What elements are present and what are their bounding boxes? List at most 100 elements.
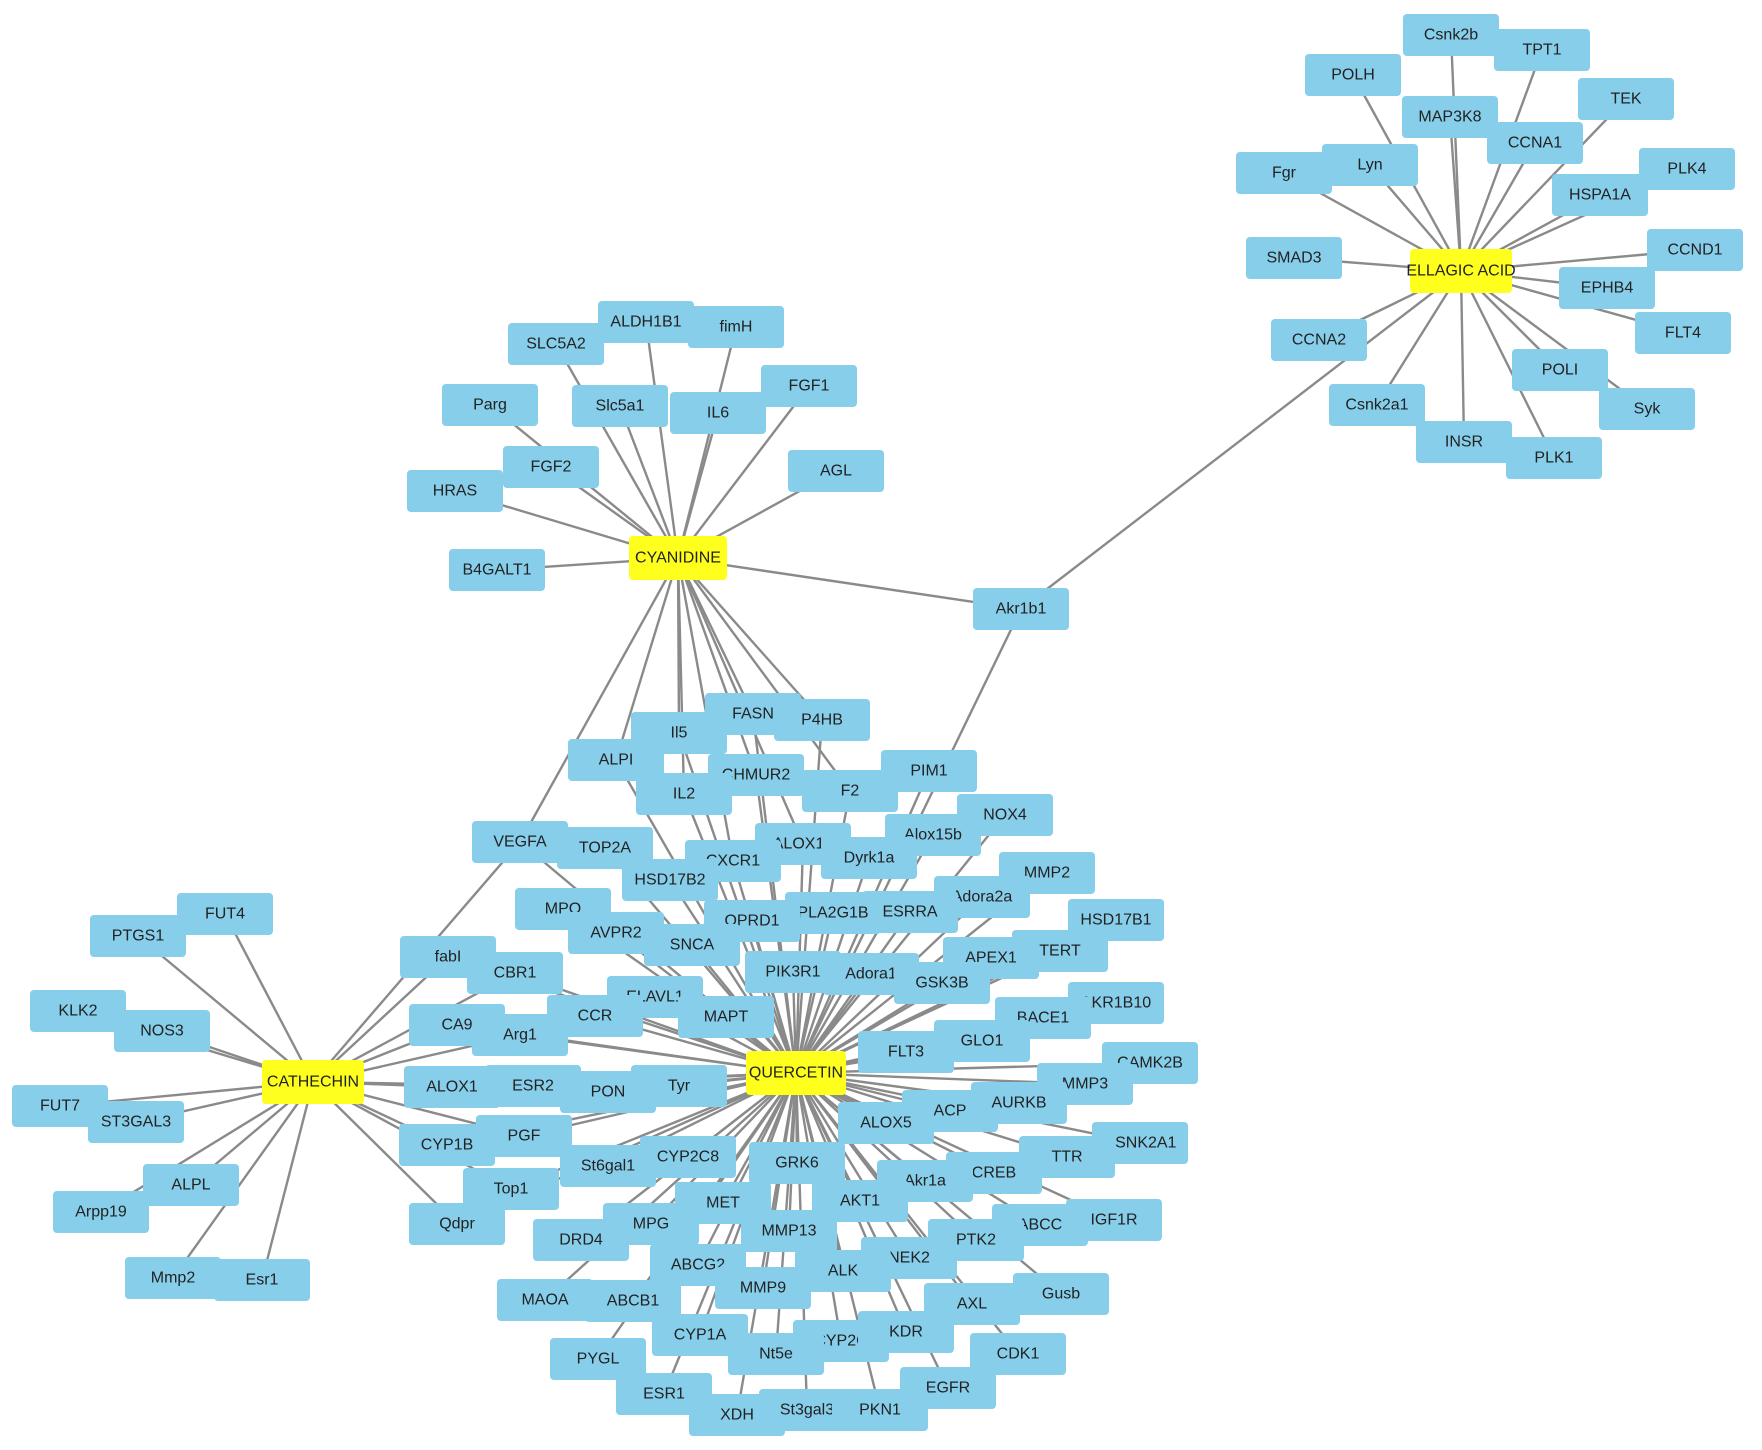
target-node-hsd17b2[interactable]: HSD17B2 [622,859,718,901]
target-node-hras[interactable]: HRAS [407,470,503,512]
target-node-alpi[interactable]: ALPI [568,739,664,781]
target-node-il2[interactable]: IL2 [636,773,732,815]
target-node-klk2[interactable]: KLK2 [30,990,126,1032]
target-node-abcb1[interactable]: ABCB1 [585,1280,681,1322]
target-node-plk1[interactable]: PLK1 [1506,437,1602,479]
target-node-glo1[interactable]: GLO1 [934,1020,1030,1062]
target-node-st3gal3[interactable]: St3gal3 [759,1389,855,1431]
target-node-csnk2a1[interactable]: Csnk2a1 [1329,384,1425,426]
target-node-fimh[interactable]: fimH [688,306,784,348]
target-node-map3k8[interactable]: MAP3K8 [1402,96,1498,138]
target-node-gsk3b[interactable]: GSK3B [894,962,990,1004]
target-node-fut7[interactable]: FUT7 [12,1085,108,1127]
target-node-alpl[interactable]: ALPL [143,1164,239,1206]
target-node-nt5e[interactable]: Nt5e [728,1333,824,1375]
target-node-csnk2a1[interactable]: CSNK2A1 [1092,1122,1188,1164]
target-node-tpt1[interactable]: TPT1 [1494,29,1590,71]
target-node-cbr1[interactable]: CBR1 [467,952,563,994]
target-node-qdpr[interactable]: Qdpr [409,1203,505,1245]
compound-node-ellagic[interactable]: ELLAGIC ACID [1406,249,1516,293]
target-node-igf1r[interactable]: IGF1R [1066,1199,1162,1241]
target-node-fgr[interactable]: Fgr [1236,152,1332,194]
compound-node-quercetin[interactable]: QUERCETIN [746,1051,846,1095]
target-node-esrra[interactable]: ESRRA [862,891,958,933]
target-node-aurkb[interactable]: AURKB [971,1082,1067,1124]
target-node-syk[interactable]: Syk [1599,388,1695,430]
target-node-alk[interactable]: ALK [795,1250,891,1292]
target-node-alox1[interactable]: ALOX1 [404,1066,500,1108]
target-node-pygl[interactable]: PYGL [550,1338,646,1380]
target-node-mapt[interactable]: MAPT [678,996,774,1038]
target-node-avpr2[interactable]: AVPR2 [568,912,664,954]
target-node-hspa1a[interactable]: HSPA1A [1552,174,1648,216]
target-node-ccnd1[interactable]: CCND1 [1647,229,1743,271]
target-node-ptgs1[interactable]: PTGS1 [90,915,186,957]
target-node-arpp19[interactable]: Arpp19 [53,1191,149,1233]
target-node-b4galt1[interactable]: B4GALT1 [449,549,545,591]
target-node-pim1[interactable]: PIM1 [881,750,977,792]
target-node-esr2[interactable]: ESR2 [485,1065,581,1107]
target-node-slc5a1[interactable]: Slc5a1 [572,385,668,427]
target-node-esr1[interactable]: ESR1 [616,1373,712,1415]
target-node-slc5a2[interactable]: SLC5A2 [508,323,604,365]
target-node-p4hb[interactable]: P4HB [774,699,870,741]
compound-node-cyanidine[interactable]: CYANIDINE [629,536,727,580]
target-node-mmp13[interactable]: MMP13 [741,1210,837,1252]
target-node-pkn1[interactable]: PKN1 [832,1389,928,1431]
target-node-lyn[interactable]: Lyn [1322,144,1418,186]
target-node-arg1[interactable]: Arg1 [472,1014,568,1056]
target-node-grk6[interactable]: GRK6 [749,1142,845,1184]
target-node-f2[interactable]: F2 [802,770,898,812]
target-node-esr1[interactable]: Esr1 [214,1259,310,1301]
target-node-pgf[interactable]: PGF [476,1115,572,1157]
target-node-maoa[interactable]: MAOA [497,1279,593,1321]
target-node-flt3[interactable]: FLT3 [858,1031,954,1073]
target-node-ephb4[interactable]: EPHB4 [1559,267,1655,309]
target-node-ccr[interactable]: CCR [547,995,643,1037]
target-node-insr[interactable]: INSR [1416,421,1512,463]
target-node-tek[interactable]: TEK [1578,78,1674,120]
target-node-alox5[interactable]: ALOX5 [838,1102,934,1144]
target-node-ccna1[interactable]: CCNA1 [1487,122,1583,164]
compound-node-cathechin[interactable]: CATHECHIN [262,1060,364,1104]
target-node-plk4[interactable]: PLK4 [1639,148,1735,190]
target-node-top1[interactable]: Top1 [463,1168,559,1210]
target-node-kdr[interactable]: KDR [858,1311,954,1353]
target-node-nos3[interactable]: NOS3 [114,1010,210,1052]
target-node-fgf1[interactable]: FGF1 [761,365,857,407]
target-node-ccna2[interactable]: CCNA2 [1271,319,1367,361]
target-node-polh[interactable]: POLH [1305,54,1401,96]
target-node-gusb[interactable]: Gusb [1013,1273,1109,1315]
target-node-st6gal1[interactable]: St6gal1 [560,1145,656,1187]
target-node-drd4[interactable]: DRD4 [533,1219,629,1261]
target-node-pik3r1[interactable]: PIK3R1 [745,951,841,993]
target-node-smad3[interactable]: SMAD3 [1246,237,1342,279]
target-node-akr1b1[interactable]: Akr1b1 [973,588,1069,630]
target-node-dyrk1a[interactable]: Dyrk1a [821,837,917,879]
target-node-mmp9[interactable]: MMP9 [715,1267,811,1309]
target-node-mmp2[interactable]: Mmp2 [125,1257,221,1299]
target-node-cyp1b[interactable]: CYP1B [399,1124,495,1166]
target-node-pla2g1b[interactable]: PLA2G1B [785,892,881,934]
target-node-st3gal3[interactable]: ST3GAL3 [88,1101,184,1143]
target-node-akr1b10[interactable]: AKR1B10 [1068,982,1164,1024]
target-node-cdk1[interactable]: CDK1 [970,1333,1066,1375]
target-node-agl[interactable]: AGL [788,450,884,492]
target-node-flt4[interactable]: FLT4 [1635,312,1731,354]
target-node-ttr[interactable]: TTR [1019,1136,1115,1178]
target-node-cyp1a[interactable]: CYP1A [652,1314,748,1356]
target-node-poli[interactable]: POLI [1512,349,1608,391]
target-node-il6[interactable]: IL6 [670,392,766,434]
target-node-aldh1b1[interactable]: ALDH1B1 [598,301,694,343]
target-node-alox15b-label: Alox15b [904,827,962,844]
target-node-cyp2c8[interactable]: CYP2C8 [640,1136,736,1178]
target-node-pon[interactable]: PON [560,1071,656,1113]
target-node-fgf2[interactable]: FGF2 [503,446,599,488]
target-node-snca[interactable]: SNCA [644,924,740,966]
target-node-nos3-label: NOS3 [140,1023,184,1040]
target-node-parg[interactable]: Parg [442,384,538,426]
target-node-vegfa[interactable]: VEGFA [472,821,568,863]
target-node-csnk2b[interactable]: Csnk2b [1403,14,1499,56]
target-node-fut4[interactable]: FUT4 [177,893,273,935]
target-node-top2a[interactable]: TOP2A [557,827,653,869]
